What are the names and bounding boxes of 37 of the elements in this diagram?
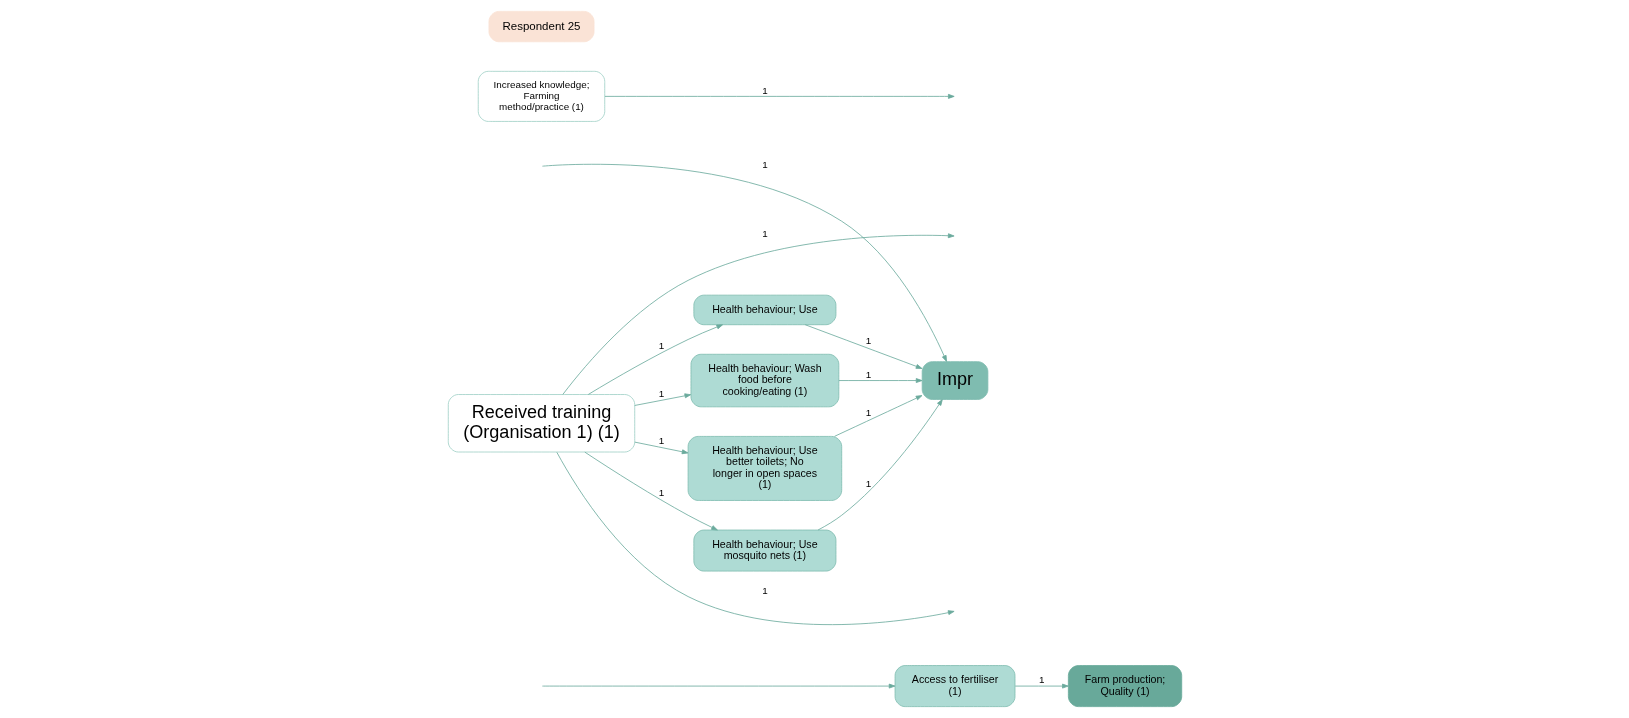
arrow	[837, 378, 922, 383]
edge-label: 1	[761, 227, 768, 239]
edge-label: 1	[865, 407, 871, 419]
node-box: Health behaviour; Use	[692, 294, 836, 326]
edge-label: 1	[658, 388, 664, 400]
arrow	[587, 324, 723, 395]
edge-label: 1	[865, 368, 871, 380]
arrow	[555, 451, 954, 625]
arrow	[541, 163, 947, 362]
arrow	[562, 233, 954, 395]
edge-label: 1	[761, 84, 768, 96]
arrow	[541, 683, 895, 689]
edge-label: 1	[865, 335, 871, 347]
edge-label: 1	[658, 435, 664, 447]
edge-label: 1	[865, 478, 871, 489]
node-box: Increased knowledge; Farming method/practice (1)	[477, 70, 605, 122]
edge-label: 1	[761, 158, 768, 170]
arrow	[1014, 683, 1069, 689]
arrow	[804, 324, 922, 369]
node-box: Health behaviour; Use mosquito nets (1)	[692, 529, 836, 572]
arrow	[833, 395, 922, 437]
arrow	[633, 441, 688, 455]
arrow	[817, 399, 943, 531]
arrow	[633, 393, 691, 406]
node-box: Received training (Organisation 1) (1)	[447, 394, 635, 453]
arrow	[583, 451, 718, 531]
node-box: Respondent 25	[488, 10, 594, 43]
edge-label: 1	[1038, 674, 1044, 686]
arrow	[603, 93, 955, 99]
node-box: Health behaviour; Use better toilets; No longer in open spaces (1)	[687, 436, 842, 501]
edge-label: 1	[658, 487, 664, 499]
node-box: Health behaviour; Wash food before cooking/eating (1)	[690, 353, 839, 408]
node-box: Impr	[921, 361, 988, 400]
node-box: Farm production; Quality (1)	[1067, 665, 1182, 708]
edge-label: 1	[658, 340, 664, 352]
node-box: Access to fertiliser (1)	[894, 665, 1015, 708]
edge-label: 1	[761, 584, 768, 596]
